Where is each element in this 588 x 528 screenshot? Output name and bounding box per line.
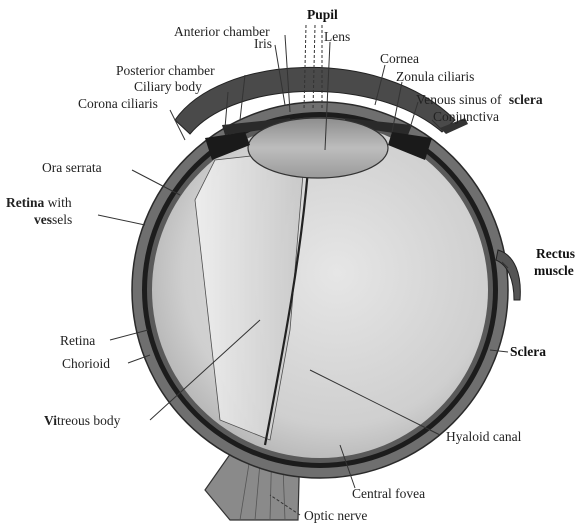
label-venous-sinus: Venous sinus of sclera [416, 92, 543, 107]
label-lens: Lens [324, 29, 350, 44]
label-venous-sinus-sclera: sclera [509, 92, 543, 107]
label-zonula-ciliaris: Zonula ciliaris [396, 69, 474, 84]
label-vessels-bold: ves [34, 212, 52, 227]
label-retina-with-rest: with [44, 195, 72, 210]
label-retina-with-line1: Retina with [6, 195, 72, 210]
label-ciliary-body: Ciliary body [134, 79, 202, 94]
label-vitreous-rest: treous body [57, 413, 121, 428]
label-retina: Retina [60, 333, 95, 348]
label-retina-with-bold: Retina [6, 195, 44, 210]
lens-shape [248, 118, 388, 178]
label-vessels-rest: sels [52, 212, 72, 227]
label-vitreous-body: Vitreous body [44, 413, 121, 428]
label-retina-with-line2: vessels [34, 212, 72, 227]
label-muscle: muscle [534, 263, 574, 278]
label-chorioid: Chorioid [62, 356, 110, 371]
label-ora-serrata: Ora serrata [42, 160, 102, 175]
label-iris: Iris [254, 36, 272, 51]
label-hyaloid-canal: Hyaloid canal [446, 429, 522, 444]
label-sclera: Sclera [510, 344, 546, 359]
label-optic-nerve: Optic nerve [304, 508, 367, 523]
label-conjunctiva: Conjunctiva [433, 109, 499, 124]
label-cornea: Cornea [380, 51, 419, 66]
label-vitreous-bold: Vi [44, 413, 57, 428]
label-pupil: Pupil [307, 7, 338, 22]
label-posterior-chamber: Posterior chamber [116, 63, 215, 78]
label-venous-sinus-text: Venous sinus of [416, 92, 502, 107]
label-corona-ciliaris: Corona ciliaris [78, 96, 158, 111]
label-rectus: Rectus [536, 246, 575, 261]
label-central-fovea: Central fovea [352, 486, 425, 501]
